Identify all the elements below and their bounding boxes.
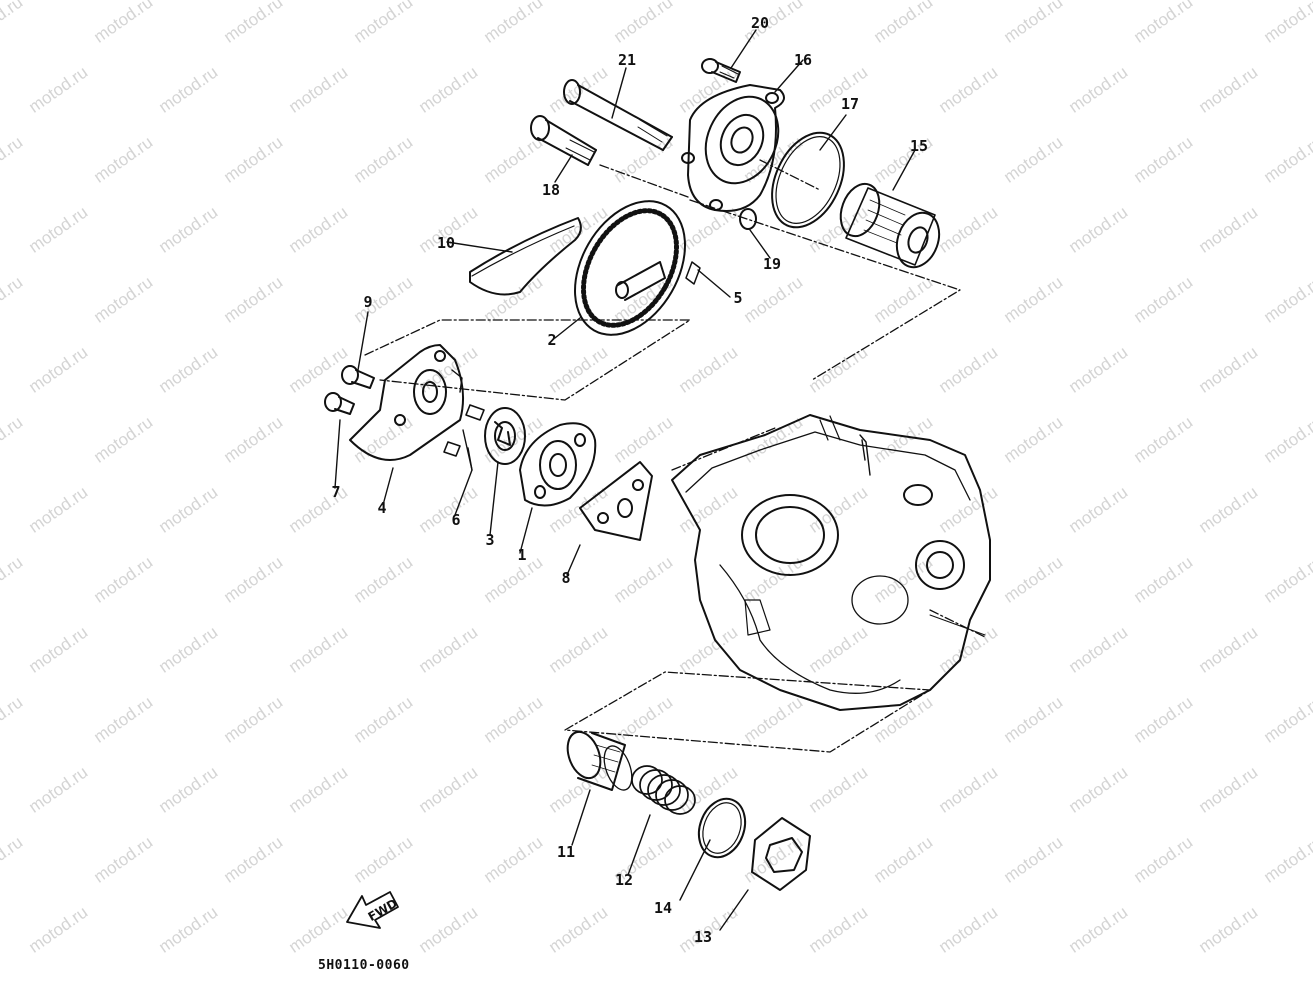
fwd-arrow: [346, 891, 399, 929]
part-14-o-ring: [697, 797, 747, 859]
callout-16: 16: [793, 51, 813, 69]
callout-19: 19: [762, 255, 782, 273]
part-19-small-o-ring: [739, 208, 757, 230]
callout-13: 13: [693, 928, 713, 946]
part-21-long-bolt: [563, 79, 673, 151]
part-16-filter-cover: [681, 84, 785, 212]
assembly-guide-lines: [364, 159, 986, 753]
callout-14: 14: [653, 899, 673, 917]
callout-12: 12: [614, 871, 634, 889]
callout-6: 6: [451, 511, 461, 529]
crankcase: [671, 414, 991, 711]
callout-18: 18: [541, 181, 561, 199]
part-4-pump-housing: [349, 344, 465, 461]
leader-lines: [334, 29, 916, 931]
callout-21: 21: [617, 51, 637, 69]
callout-17: 17: [840, 95, 860, 113]
part-2-gear: [574, 200, 686, 336]
part-12-spring: [631, 765, 696, 815]
callout-5: 5: [733, 289, 743, 307]
part-5-pin: [685, 261, 701, 285]
part-7-bolt: [324, 392, 355, 415]
callout-3: 3: [485, 531, 495, 549]
callout-1: 1: [517, 546, 527, 564]
part-13-drain-plug: [751, 817, 811, 891]
part-20-small-bolt: [701, 58, 741, 83]
part-15-oil-filter: [839, 182, 941, 269]
drawing-code: 5H0110-0060: [318, 958, 410, 973]
callout-11: 11: [556, 843, 576, 861]
callout-9: 9: [363, 293, 373, 311]
part-9-bolt: [341, 365, 375, 389]
part-1-pump-body: [519, 422, 597, 507]
part-8-plate: [579, 461, 653, 541]
part-10-shield: [469, 217, 582, 296]
callout-20: 20: [750, 14, 770, 32]
callout-2: 2: [547, 331, 557, 349]
part-18-short-bolt: [530, 115, 597, 166]
callout-7: 7: [331, 483, 341, 501]
callout-10: 10: [436, 234, 456, 252]
part-11-strainer: [566, 730, 633, 791]
part-17-o-ring: [771, 131, 845, 229]
callout-15: 15: [909, 137, 929, 155]
part-6-dowel-pins: [443, 404, 485, 457]
part-3-rotor: [484, 407, 526, 465]
callout-8: 8: [561, 569, 571, 587]
callout-4: 4: [377, 499, 387, 517]
